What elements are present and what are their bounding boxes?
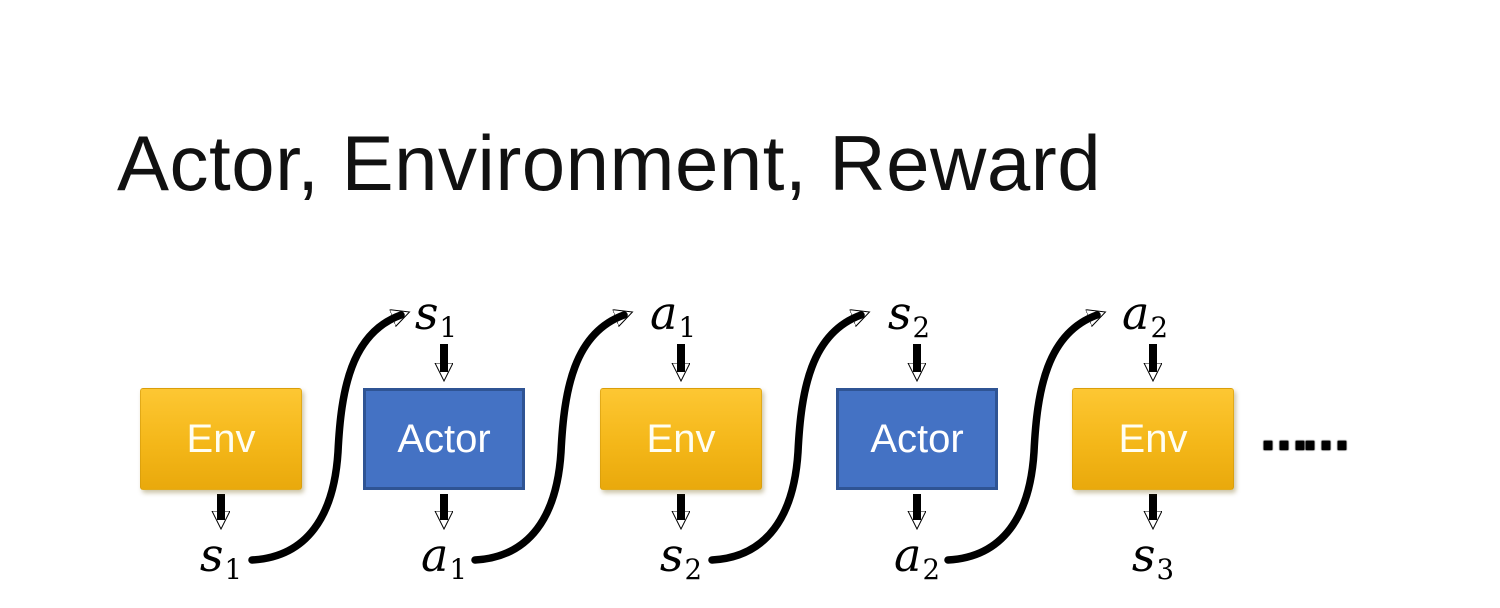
top-label-a1: a1	[650, 286, 696, 345]
env-box-3: Env	[1072, 388, 1234, 490]
top-label-a2: a2	[1122, 286, 1168, 345]
bottom-label-s2: s2	[659, 528, 703, 587]
bottom-label-a2: a2	[894, 528, 940, 587]
env-box-2-label: Env	[646, 416, 716, 461]
env-box-1-label: Env	[186, 416, 256, 461]
page-title: Actor, Environment, Reward	[117, 119, 1102, 207]
top-label-s1: s1	[414, 286, 458, 345]
top-label-s2: s2	[887, 286, 931, 345]
env-box-3-label: Env	[1118, 416, 1188, 461]
curve-arrow-a2	[944, 315, 1097, 564]
bottom-label-s3: s3	[1131, 528, 1175, 587]
curve-arrow-s2	[708, 315, 861, 564]
curve-arrow-s1	[248, 315, 401, 564]
bottom-label-s1: s1	[199, 528, 243, 587]
actor-box-2: Actor	[836, 388, 998, 490]
actor-box-1-label: Actor	[397, 416, 491, 461]
actor-box-1: Actor	[363, 388, 525, 490]
continuation-ellipsis: ……	[1260, 406, 1350, 462]
actor-box-2-label: Actor	[870, 416, 964, 461]
env-box-1: Env	[140, 388, 302, 490]
bottom-label-a1: a1	[421, 528, 467, 587]
curve-arrow-a1	[471, 315, 624, 564]
env-box-2: Env	[600, 388, 762, 490]
